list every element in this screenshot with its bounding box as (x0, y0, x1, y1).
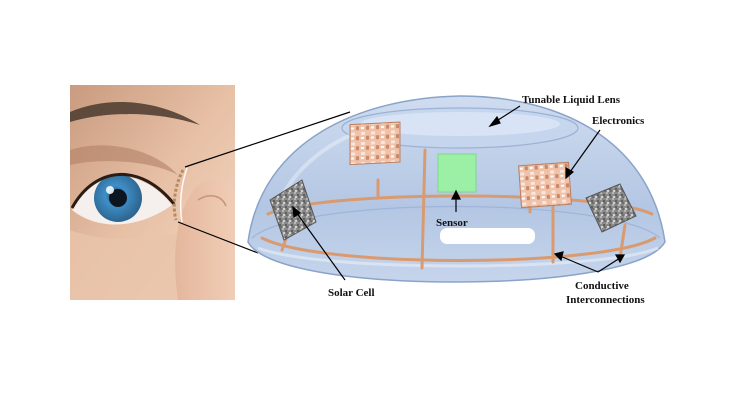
zoom-line-top (184, 111, 351, 168)
electronics-chip-right (518, 161, 572, 209)
label-electronics: Electronics (592, 115, 645, 127)
electronics-chip-left (349, 121, 401, 166)
label-solar-cell: Solar Cell (328, 287, 375, 299)
finger (175, 178, 235, 300)
label-conductive: Conductive (575, 280, 629, 292)
annotation-arrows (292, 105, 626, 281)
eye-with-contact-lens-photo (70, 85, 235, 300)
sensor-patch (437, 153, 477, 193)
solar-cell-right (585, 183, 637, 233)
contact-lens-on-finger (172, 169, 185, 221)
smart-contact-lens-dome (247, 95, 666, 283)
label-sensor: Sensor (436, 217, 468, 229)
zoom-line-bottom (177, 221, 259, 254)
label-tunable-liquid-lens: Tunable Liquid Lens (522, 94, 621, 106)
label-interconnections: Interconnections (566, 294, 645, 306)
